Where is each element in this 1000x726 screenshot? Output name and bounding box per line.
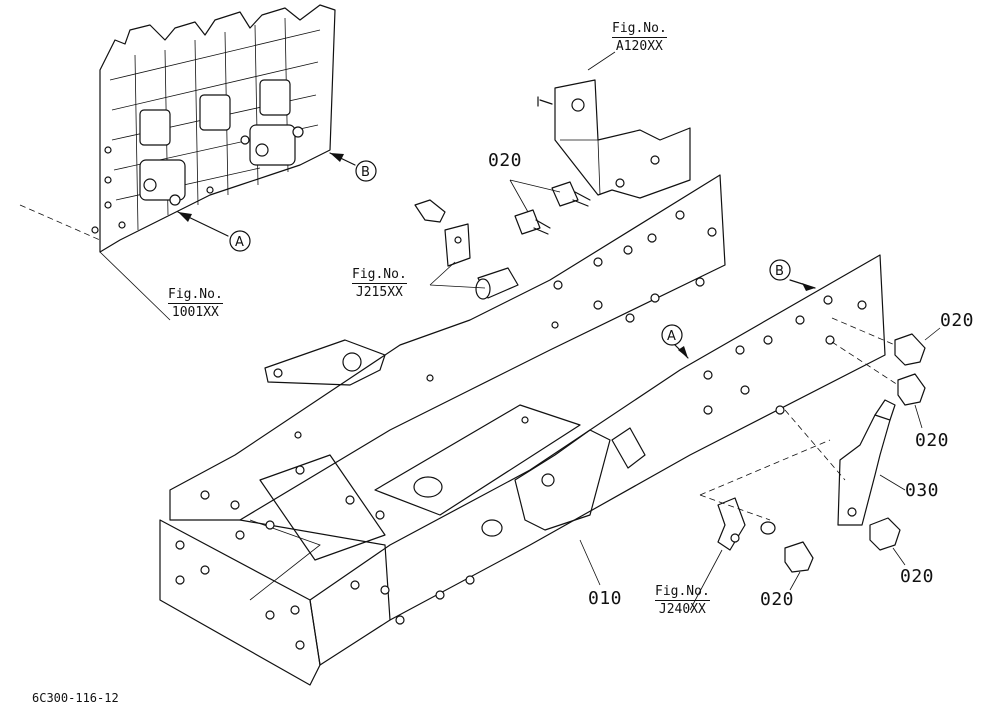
- bolt-020-upper-2: [514, 209, 551, 235]
- callout-030: 030: [905, 480, 940, 501]
- figure-ref-1001-line2: 1001XX: [168, 303, 223, 319]
- callout-020-upper: 020: [488, 150, 523, 171]
- bolt-020-right-3: [869, 517, 901, 551]
- bracket-030-drawing: [784, 399, 896, 526]
- view-marker-a-frame-text: A: [667, 329, 676, 344]
- drawing-code: 6C300-116-12: [32, 691, 119, 705]
- bolt-020-upper-1: [551, 181, 591, 207]
- figure-ref-j215: Fig.No. J215XX: [352, 268, 407, 299]
- figure-ref-a120-line2: A120XX: [612, 37, 667, 53]
- view-arrow-b-engine: B: [329, 152, 377, 182]
- figure-ref-j240: Fig.No. J240XX: [655, 585, 710, 616]
- view-marker-a-text: A: [235, 235, 244, 250]
- callout-010: 010: [588, 588, 623, 609]
- bolt-020-right-1: [831, 317, 926, 366]
- clamp-j240-drawing: [699, 439, 831, 551]
- callout-020-right-mid: 020: [915, 430, 950, 451]
- main-frame-010-drawing: [159, 174, 886, 686]
- callout-020-right-top: 020: [940, 310, 975, 331]
- bolt-020-lower: [784, 541, 814, 573]
- figure-ref-j215-line2: J215XX: [352, 283, 407, 299]
- view-arrow-a-engine: A: [177, 211, 251, 252]
- figure-ref-1001-line1: Fig.No.: [168, 287, 223, 302]
- callout-020-right-bottom: 020: [900, 566, 935, 587]
- figure-ref-j240-line1: Fig.No.: [655, 584, 710, 599]
- leader-lines: [579, 327, 941, 611]
- figure-ref-1001: Fig.No. 1001XX: [168, 288, 223, 319]
- view-arrow-a-frame: A: [661, 324, 689, 359]
- spacer-bracket-j215-drawing: [414, 199, 519, 300]
- bracket-a120-drawing: [537, 51, 691, 199]
- bolt-020-right-2: [831, 341, 926, 406]
- view-arrow-b-frame: B: [769, 259, 816, 291]
- figure-ref-a120-line1: Fig.No.: [612, 21, 667, 36]
- figure-ref-a120: Fig.No. A120XX: [612, 22, 667, 53]
- figure-ref-j240-line2: J240XX: [655, 600, 710, 616]
- callout-020-bottom: 020: [760, 589, 795, 610]
- view-marker-b-text: B: [361, 165, 370, 180]
- view-marker-b-frame-text: B: [775, 264, 784, 279]
- engine-block-drawing: [19, 4, 336, 321]
- frame-holes: [175, 210, 867, 650]
- figure-ref-j215-line1: Fig.No.: [352, 267, 407, 282]
